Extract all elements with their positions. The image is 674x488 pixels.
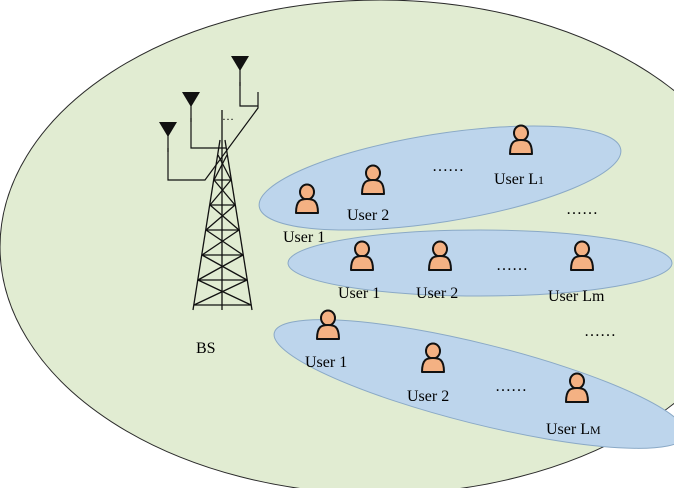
user-label: User 1: [305, 354, 347, 371]
ellipsis-dots: ……: [584, 323, 616, 340]
ellipsis-dots: ……: [566, 201, 598, 218]
cluster-3: User 1 …… User 2 …… User LM: [305, 309, 616, 438]
user-label: User 1: [283, 229, 325, 246]
cluster-2: User 1 User 2 …… User Lm: [338, 240, 605, 305]
user-label: User 2: [407, 388, 449, 405]
cluster-1: User 1 User 2 …… User L1 ……: [283, 124, 598, 246]
ellipsis-dots: ……: [432, 158, 464, 175]
user-label: User L1: [494, 171, 544, 188]
bs-label: BS: [196, 340, 216, 357]
ellipsis-dots: ……: [496, 257, 528, 274]
tower-icon: [192, 110, 253, 311]
user-label: User 2: [347, 207, 389, 224]
user-label: User Lm: [548, 288, 605, 305]
cluster-3-area: [273, 319, 674, 449]
antenna-array: …: [158, 55, 259, 181]
ellipsis-dots: ……: [495, 378, 527, 395]
user-label: User 1: [338, 285, 380, 302]
user-label: User LM: [546, 421, 601, 438]
antenna-dots: …: [222, 109, 234, 123]
user-label: User 2: [416, 285, 458, 302]
